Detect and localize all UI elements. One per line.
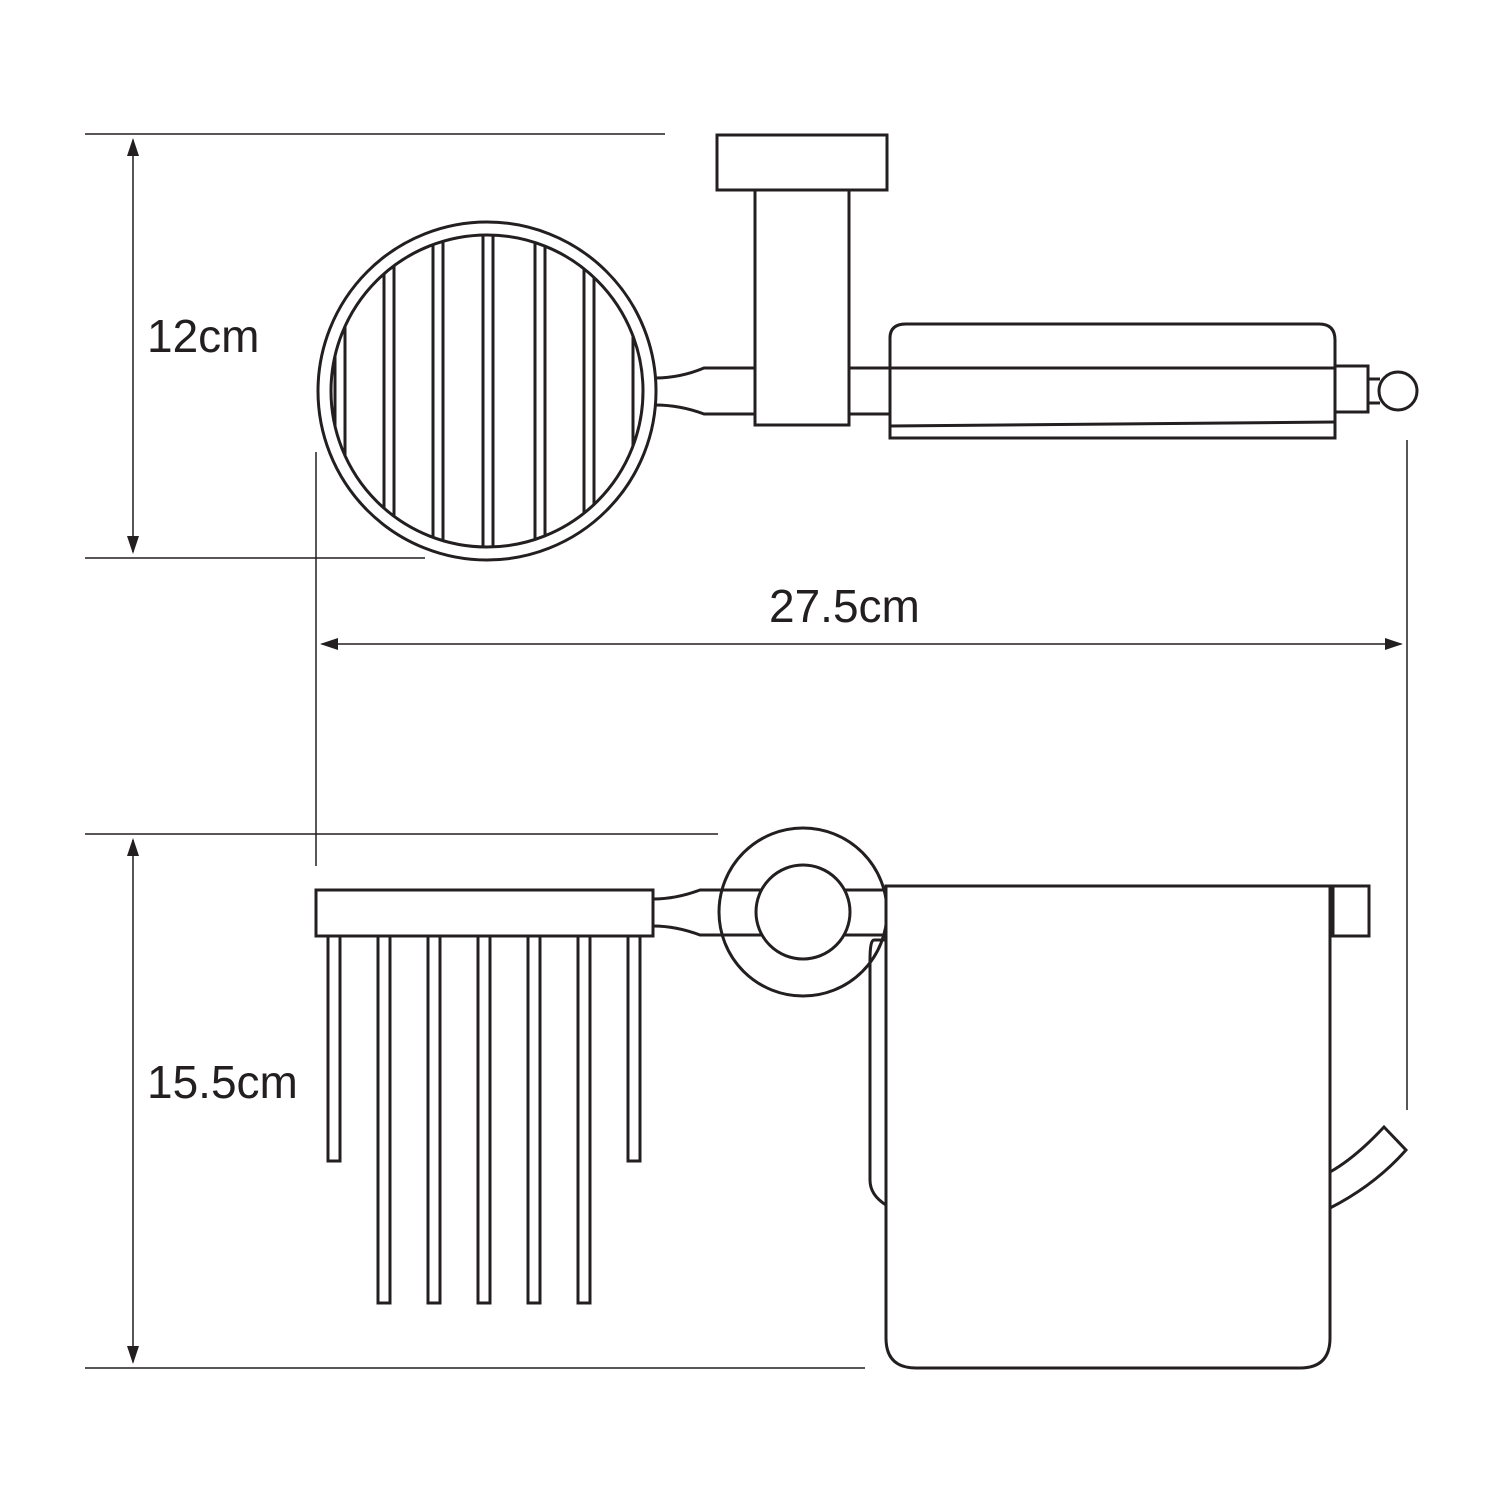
basket-wire-front xyxy=(426,934,442,1305)
wall-flange xyxy=(715,133,889,192)
round-basket xyxy=(316,220,658,562)
paper-holder-front xyxy=(868,884,1409,1370)
basket-wire-front xyxy=(626,934,642,1163)
basket-wire-front xyxy=(526,934,542,1305)
basket-wire-front xyxy=(376,934,392,1305)
width-label: 27.5cm xyxy=(769,580,920,632)
front-view xyxy=(314,826,1409,1370)
basket-arm xyxy=(654,366,755,416)
height-label-bottom: 15.5cm xyxy=(147,1056,298,1108)
basket-wire-front xyxy=(326,934,342,1163)
basket-wires-front xyxy=(326,934,642,1305)
basket-wire-front xyxy=(576,934,592,1305)
basket-bar xyxy=(314,888,655,938)
height-label-top: 12cm xyxy=(147,310,259,362)
basket-wires xyxy=(333,235,635,547)
wall-post xyxy=(753,188,851,427)
dimension-lines xyxy=(85,133,1408,1369)
front-arm xyxy=(652,888,730,937)
paper-holder-top xyxy=(888,322,1419,440)
basket-wire-front xyxy=(476,934,492,1305)
top-view xyxy=(316,133,1419,562)
wall-rosette xyxy=(717,826,889,998)
